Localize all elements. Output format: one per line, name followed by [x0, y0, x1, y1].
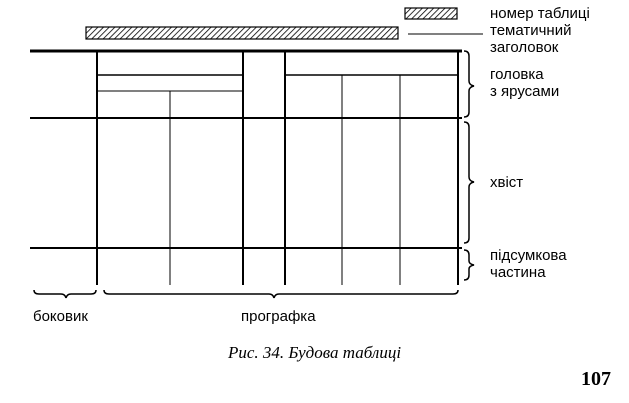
label-tail: хвіст [490, 174, 524, 191]
title-bar [85, 26, 399, 40]
label-body-columns: прографка [241, 308, 316, 325]
label-title-line2: заголовок [490, 39, 559, 56]
stub-brace [33, 289, 97, 299]
label-head-line2: з ярусами [490, 83, 560, 100]
head-brace [463, 50, 475, 118]
body-brace [103, 289, 459, 299]
total-brace [463, 249, 475, 281]
page-number: 107 [581, 368, 611, 390]
label-head-line1: головка [490, 66, 544, 83]
table-number-bar [404, 7, 458, 20]
figure-caption: Рис. 34. Будова таблиці [227, 343, 402, 362]
label-total-line2: частина [490, 264, 546, 281]
label-total-line1: підсумкова [490, 247, 567, 264]
label-table-number: номер таблиці [490, 5, 590, 22]
tail-brace [463, 121, 475, 244]
label-title-line1: тематичний [490, 22, 572, 39]
label-stub: боковик [33, 308, 88, 325]
